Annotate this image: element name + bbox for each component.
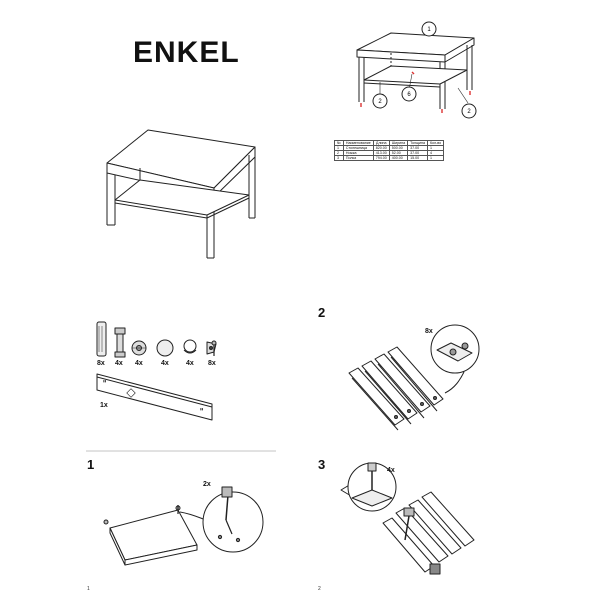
table-callout-drawing bbox=[356, 21, 477, 119]
table-row: 3 Полка 794.00 400.00 15.00 1 bbox=[334, 155, 445, 161]
callout-leg-left: 2 bbox=[378, 99, 382, 105]
col-width: Ширина bbox=[388, 140, 409, 146]
step3-drawing bbox=[340, 462, 475, 575]
col-name: Наименование bbox=[342, 140, 374, 146]
table-main-drawing bbox=[106, 129, 256, 259]
step-2-quantity: 8x bbox=[425, 328, 433, 335]
qty-shelf-panel: 1x bbox=[100, 402, 108, 409]
qty-bolt: 4x bbox=[115, 360, 123, 367]
step1-drawing bbox=[103, 486, 264, 566]
step-3-quantity: 4x bbox=[387, 467, 395, 474]
page-number-right: 2 bbox=[318, 586, 321, 592]
step-3-number: 3 bbox=[318, 457, 326, 472]
step-1-quantity: 2x bbox=[203, 481, 211, 488]
svg-text:▮▮: ▮▮ bbox=[103, 379, 107, 383]
hardware-icons bbox=[96, 321, 217, 358]
qty-cam-lock: 4x bbox=[135, 360, 143, 367]
qty-screw: 8x bbox=[208, 360, 216, 367]
callout-top: 1 bbox=[427, 27, 431, 33]
qty-dowel: 8x bbox=[97, 360, 105, 367]
shelf-panel-drawing: ▮▮ ▮▮ bbox=[96, 373, 213, 421]
callout-leg-right: 2 bbox=[467, 109, 471, 115]
step-2-number: 2 bbox=[318, 305, 326, 320]
step2-drawing bbox=[348, 324, 480, 431]
callout-shelf: 6 bbox=[407, 92, 411, 98]
col-thickness: Толщина bbox=[407, 140, 428, 146]
qty-bracket: 4x bbox=[186, 360, 194, 367]
svg-text:▮▮: ▮▮ bbox=[200, 407, 204, 411]
page-number-left: 1 bbox=[87, 586, 90, 592]
document-title: ENKEL bbox=[133, 36, 240, 69]
qty-cap: 4x bbox=[161, 360, 169, 367]
parts-table: № Наименование Длина Ширина Толщина Кол-… bbox=[334, 140, 445, 161]
step-1-number: 1 bbox=[87, 457, 95, 472]
